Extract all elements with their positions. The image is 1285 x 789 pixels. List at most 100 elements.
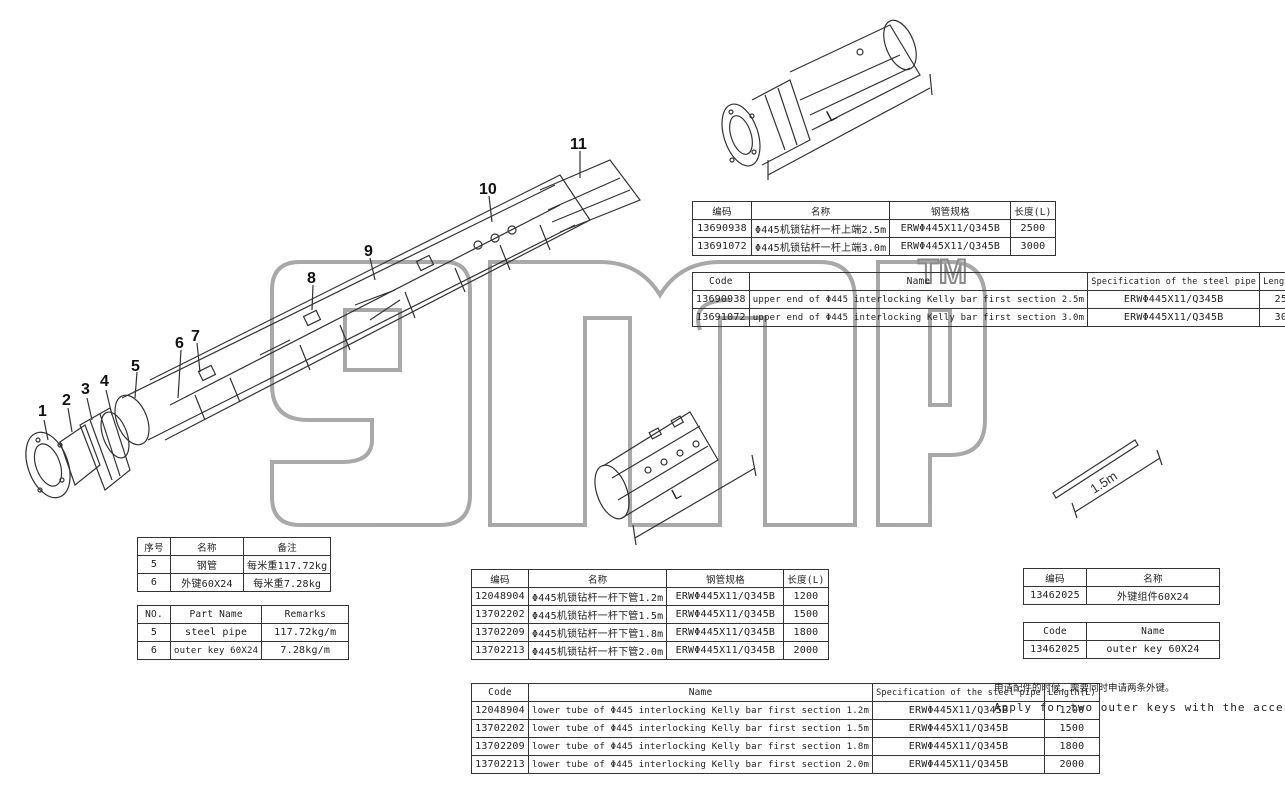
table-row: 13702213 lower tube of Φ445 interlocking… (471, 755, 1100, 774)
callout-6: 6 (175, 335, 184, 352)
col-remarks: 备注 (242, 537, 332, 556)
col-name: Name (1086, 622, 1220, 641)
col-spec: 钢管规格 (889, 201, 1012, 220)
cell-code: 13702209 (471, 623, 529, 642)
table-row: 13691072 upper end of Φ445 interlocking … (692, 308, 1285, 327)
cell-part: outer key 60X24 (169, 641, 263, 660)
table-row: 13691072 Φ445机锁钻杆一杆上端3.0m ERWΦ445X11/Q34… (692, 237, 1056, 256)
parts-table-cn: 序号 名称 备注 5 钢管 每米重117.72kg 6 外键60X24 每米重7… (137, 537, 332, 592)
cell-code: 12048904 (471, 701, 529, 720)
callout-1: 1 (38, 403, 47, 420)
table-row: 13702209 Φ445机锁钻杆一杆下管1.8m ERWΦ445X11/Q34… (471, 623, 829, 642)
cell-length: 1800 (783, 623, 829, 642)
callout-10: 10 (479, 181, 497, 198)
cell-name: outer key 60X24 (1086, 640, 1220, 659)
cell-spec: ERWΦ445X11/Q345B (666, 605, 785, 624)
table-row: 6 外键60X24 每米重7.28kg (137, 573, 332, 592)
cell-part: 钢管 (170, 555, 244, 574)
note-cn: 申请配件的时候，需要同时申请两条外键。 (994, 683, 1175, 694)
callout-7: 7 (191, 328, 200, 345)
table-row: 6 outer key 60X24 7.28kg/m (137, 641, 350, 660)
callout-4: 4 (100, 373, 109, 390)
col-length: 长度(L) (783, 569, 829, 588)
table-row: 13690938 Φ445机锁钻杆一杆上端2.5m ERWΦ445X11/Q34… (692, 219, 1056, 238)
cell-length: 2000 (1043, 755, 1100, 774)
lower-tube-table-en: Code Name Specification of the steel pip… (471, 683, 1100, 774)
cell-code: 13702209 (471, 737, 529, 756)
cell-code: 13690938 (692, 290, 750, 309)
callout-5: 5 (131, 358, 140, 375)
main-kelly-bar (25, 151, 641, 499)
cell-name: upper end of Φ445 interlocking Kelly bar… (748, 290, 1089, 309)
col-name: 名称 (750, 201, 891, 220)
callout-11: 11 (570, 136, 587, 153)
col-code: Code (1023, 622, 1087, 641)
cell-code: 13462025 (1023, 640, 1087, 659)
cell-name: 外键组件60X24 (1086, 586, 1220, 605)
outer-key-table-cn: 编码 名称 13462025 外键组件60X24 (1023, 568, 1220, 605)
col-spec: Specification of the steel pipe (1087, 272, 1261, 291)
cell-remarks: 每米重7.28kg (242, 573, 332, 592)
cell-code: 13702213 (471, 641, 529, 660)
lower-tube-table-cn: 编码 名称 钢管规格 长度(L) 12048904 Φ445机锁钻杆一杆下管1.… (471, 569, 829, 660)
col-name: 名称 (527, 569, 668, 588)
cell-length: 1800 (1043, 737, 1100, 756)
callout-8: 8 (307, 270, 316, 287)
cell-code: 13691072 (692, 308, 750, 327)
cell-length: 1500 (1043, 719, 1100, 738)
col-length: 长度(L) (1010, 201, 1056, 220)
cell-name: upper end of Φ445 interlocking Kelly bar… (748, 308, 1089, 327)
callout-labels: 1 2 3 4 5 6 7 8 9 10 11 (38, 136, 587, 420)
table-row: 13702213 Φ445机锁钻杆一杆下管2.0m ERWΦ445X11/Q34… (471, 641, 829, 660)
col-no: 序号 (137, 537, 171, 556)
table-row: 13702209 lower tube of Φ445 interlocking… (471, 737, 1100, 756)
cell-code: 13702213 (471, 755, 529, 774)
cell-spec: ERWΦ445X11/Q345B (1087, 290, 1261, 309)
cell-remarks: 7.28kg/m (261, 641, 350, 660)
col-part: 名称 (170, 537, 244, 556)
col-part: Part Name (169, 605, 263, 624)
table-row: 13702202 Φ445机锁钻杆一杆下管1.5m ERWΦ445X11/Q34… (471, 605, 829, 624)
table-row: 12048904 Φ445机锁钻杆一杆下管1.2m ERWΦ445X11/Q34… (471, 587, 829, 606)
cell-name: lower tube of Φ445 interlocking Kelly ba… (527, 701, 874, 720)
callout-9: 9 (364, 243, 373, 260)
cell-no: 5 (137, 623, 171, 642)
dimension-l-middle: L (669, 485, 684, 504)
cell-spec: ERWΦ445X11/Q345B (889, 219, 1012, 238)
cell-no: 5 (137, 555, 171, 574)
table-row: 5 钢管 每米重117.72kg (137, 555, 332, 574)
cell-length: 1500 (783, 605, 829, 624)
table-row: 5 steel pipe 117.72kg/m (137, 623, 350, 642)
cell-code: 13691072 (692, 237, 752, 256)
cell-name: Φ445机锁钻杆一杆上端3.0m (750, 237, 891, 256)
col-code: 编码 (692, 201, 752, 220)
parts-table-en: NO. Part Name Remarks 5 steel pipe 117.7… (137, 605, 350, 660)
cell-spec: ERWΦ445X11/Q345B (872, 719, 1045, 738)
note-en: Apply for two outer keys with the access… (994, 701, 1285, 714)
table-row: 13462025 outer key 60X24 (1023, 640, 1220, 659)
col-length: Length(L) (1259, 272, 1285, 291)
cell-spec: ERWΦ445X11/Q345B (889, 237, 1012, 256)
upper-end-detail (721, 19, 933, 180)
cell-spec: ERWΦ445X11/Q345B (666, 587, 785, 606)
col-code: Code (692, 272, 750, 291)
upper-end-table-cn: 编码 名称 钢管规格 长度(L) 13690938 Φ445机锁钻杆一杆上端2.… (692, 201, 1056, 256)
cell-remarks: 117.72kg/m (261, 623, 350, 642)
cell-name: Φ445机锁钻杆一杆下管1.2m (527, 587, 668, 606)
table-row: 13702202 lower tube of Φ445 interlocking… (471, 719, 1100, 738)
cell-remarks: 每米重117.72kg (242, 555, 332, 574)
cell-name: Φ445机锁钻杆一杆上端2.5m (750, 219, 891, 238)
cell-length: 1200 (783, 587, 829, 606)
cell-name: lower tube of Φ445 interlocking Kelly ba… (527, 719, 874, 738)
cell-code: 13702202 (471, 719, 529, 738)
col-code: Code (471, 683, 529, 702)
outer-key-table-en: Code Name 13462025 outer key 60X24 (1023, 622, 1220, 659)
col-code: 编码 (471, 569, 529, 588)
col-no: NO. (137, 605, 171, 624)
table-row: 13690938 upper end of Φ445 interlocking … (692, 290, 1285, 309)
callout-2: 2 (62, 392, 71, 409)
cell-part: 外键60X24 (170, 573, 244, 592)
cell-name: lower tube of Φ445 interlocking Kelly ba… (527, 737, 874, 756)
cell-no: 6 (137, 573, 171, 592)
